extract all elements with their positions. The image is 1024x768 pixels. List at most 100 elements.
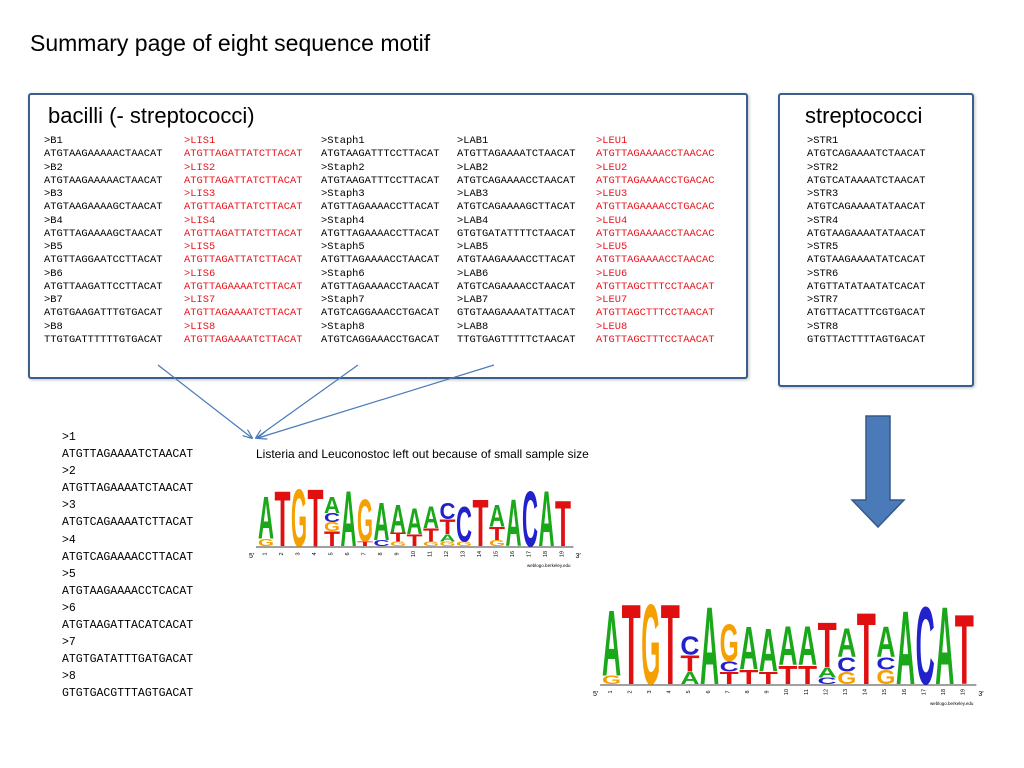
logo-credit: weblogo.berkeley.edu: [930, 701, 974, 706]
logo-position-label: 4: [312, 552, 318, 555]
sequence-id: >Staph3: [321, 188, 365, 200]
logo-letter: G: [489, 539, 505, 548]
sequence-id: >STR4: [807, 214, 839, 227]
sequence-text: ATGTTAGATTATCTTACAT: [184, 227, 303, 240]
sequence-id: >Staph2: [321, 161, 365, 174]
sequence-id: >LAB8: [457, 320, 489, 333]
sequence-text: ATGTCAGGAAACCTGACAT: [321, 307, 440, 320]
logo-position-label: 2: [627, 690, 633, 693]
sequence-id: >LAB2: [457, 161, 489, 174]
logo-position-label: 7: [361, 552, 367, 555]
logo-letter: T: [661, 583, 680, 710]
logo-letter: G: [641, 583, 660, 710]
sequence-id: >LAB5: [457, 241, 489, 253]
sequence-text: ATGTTAGAAAACCTAACAC: [596, 227, 715, 240]
logo-letter: T: [440, 516, 456, 539]
sequence-id: >7: [62, 636, 76, 650]
logo-letter: C: [720, 659, 739, 675]
logo-letter: A: [896, 588, 915, 706]
sequence-id: >6: [62, 601, 76, 615]
sequence-id: >STR6: [807, 267, 839, 280]
logo-letter: A: [407, 500, 423, 542]
logo-letter: C: [456, 496, 472, 553]
sequence-id: >LIS7: [184, 294, 216, 306]
sequence-id: >B5: [44, 241, 63, 253]
sequence-id: >STR5: [807, 241, 839, 253]
sequence-id: >B3: [44, 188, 63, 200]
logo-position-label: 4: [667, 690, 673, 693]
sequence-text: ATGTCAGAAAACCTTACAT: [62, 550, 194, 564]
logo-position-label: 18: [941, 689, 947, 695]
logo-letter: A: [324, 492, 340, 518]
sequence-id: >Staph8: [321, 320, 365, 333]
logo-position-label: 6: [345, 552, 351, 555]
arrow-from-lab-column: [258, 364, 495, 438]
sequence-text: ATGTAAGAAAATATAACAT: [807, 227, 926, 240]
logo-letter: C: [522, 474, 538, 562]
sequence-text: ATGTAAGAAAAACTAACAT: [44, 174, 163, 187]
logo-position-label: 5: [686, 690, 692, 693]
logo-letter: G: [456, 540, 472, 547]
sequence-id: >LEU8: [596, 320, 628, 333]
logo-letter: A: [798, 616, 817, 677]
logo-letter: T: [759, 669, 779, 689]
sequence-id: >Staph7: [321, 294, 365, 306]
streptococci-title: streptococci: [805, 103, 923, 128]
logo-letter: A: [602, 593, 621, 697]
logo-letter: T: [798, 662, 817, 691]
sequence-text: ATGTTAGAAAACCTAACAT: [321, 254, 440, 267]
sample-size-note: Listeria and Leuconostoc left out becaus…: [256, 447, 589, 461]
logo-letter: T: [622, 583, 641, 710]
logo-position-label: 15: [493, 551, 499, 557]
sequence-id: >4: [62, 533, 76, 547]
logo-letter: T: [407, 531, 424, 549]
sequence-text: ATGTAAGATTACATCACAT: [62, 619, 194, 633]
sequence-id: >LEU2: [596, 161, 628, 174]
sequence-text: ATGTAAGAAAACCTTACAT: [457, 254, 576, 267]
logo-letter: A: [837, 621, 856, 666]
logo-position-label: 5: [328, 552, 334, 555]
sequence-id: >LAB3: [457, 188, 489, 200]
sequence-text: ATGTTAGATTATCTTACAT: [184, 201, 303, 214]
logo-letter: G: [602, 674, 621, 687]
sequence-text: ATGTTAGAAAATCTAACAT: [62, 482, 194, 496]
sequence-text: ATGTTAGAAAATCTTACAT: [184, 333, 303, 346]
logo-letter: C: [876, 655, 895, 675]
logo-letter: A: [374, 493, 390, 553]
logo-letter: G: [440, 540, 456, 547]
logo-position-label: 12: [444, 551, 450, 557]
sequence-text: ATGTTAAGATTCCTTACAT: [44, 280, 163, 293]
arrow-from-b-column: [157, 364, 252, 438]
logo-letter: T: [357, 540, 373, 547]
sequence-id: >LIS6: [184, 267, 216, 280]
logo-position-label: 10: [411, 551, 417, 557]
sequence-text: ATGTCAGAAAATCTTACAT: [62, 516, 194, 530]
logo-letter: T: [778, 662, 797, 691]
sequence-id: >3: [62, 499, 76, 513]
logo-letter: G: [720, 615, 739, 673]
sequence-id: >LEU1: [596, 135, 628, 147]
logo-letter: A: [505, 487, 521, 561]
logo-position-label: 13: [843, 689, 849, 695]
logo-position-label: 19: [559, 551, 565, 557]
logo-position-label: 2: [279, 552, 285, 555]
sequence-text: ATGTGAAGATTTGTGACAT: [44, 307, 163, 320]
sequence-id: >B1: [44, 135, 63, 147]
sequence-id: >LEU5: [596, 241, 628, 253]
sequence-id: >8: [62, 670, 76, 684]
sequence-text: ATGTTAGGAATCCTTACAT: [44, 254, 163, 267]
sequence-id: >STR8: [807, 320, 839, 333]
sequence-text: ATGTCAGGAAACCTGACAT: [321, 333, 440, 346]
sequence-id: >LAB1: [457, 135, 489, 147]
logo-letter: T: [857, 593, 876, 707]
sequence-id: >Staph4: [321, 214, 365, 227]
logo-letter: A: [440, 533, 457, 544]
sequence-text: ATGTTAGAAAACCTTACAT: [321, 201, 440, 214]
sequence-id: >LIS3: [184, 188, 216, 200]
logo-letter: G: [291, 474, 307, 564]
sequence-id: >Staph1: [321, 135, 365, 147]
logo-position-label: 6: [706, 690, 712, 693]
